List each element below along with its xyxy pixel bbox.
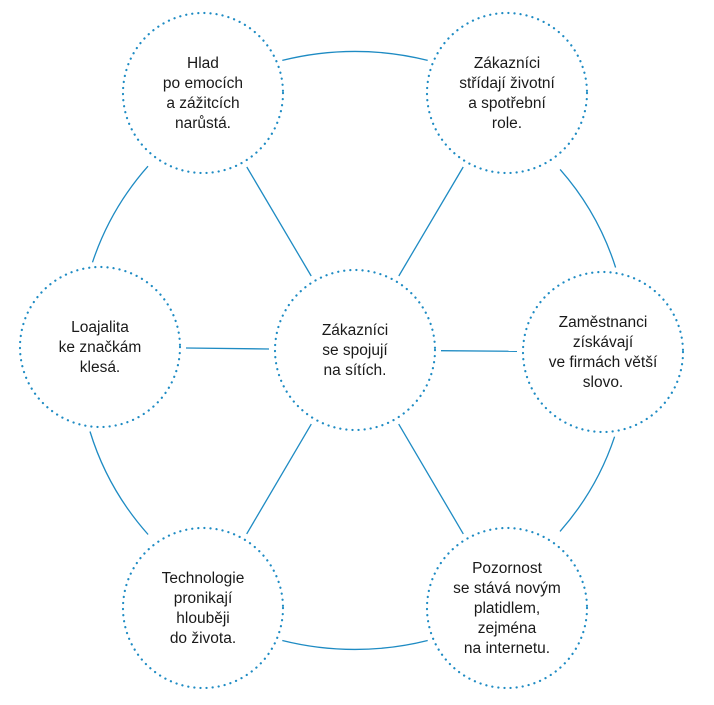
node-label-bottom-right-line-2: se stává novým <box>453 580 561 597</box>
spoke-connector-top-right <box>398 166 464 277</box>
node-label-center-line-2: se spojují <box>322 342 388 359</box>
node-label-top-right-line-2: střídají životní <box>459 75 555 92</box>
node-label-top-right-line-4: role. <box>492 115 522 132</box>
node-label-bottom-right-line-1: Pozornost <box>472 560 542 577</box>
node-circle-bottom-left <box>121 526 285 690</box>
node-label-top-left-line-1: Hlad <box>187 55 219 72</box>
spoke-connector-bottom-right <box>398 423 464 535</box>
node-label-top-left-line-3: a zážitcích <box>166 95 239 112</box>
node-circle-middle-right <box>521 270 685 434</box>
node-circle-top-left <box>121 11 285 175</box>
node-label-top-left-line-2: po emocích <box>163 75 243 92</box>
spoke-connector-middle-right <box>440 350 518 352</box>
spoke-connector-top-left <box>246 166 312 277</box>
connectors <box>89 50 617 651</box>
node-label-top-right-line-1: Zákazníci <box>474 55 540 72</box>
ring-connector-top-left-to-top-right <box>282 50 428 62</box>
node-labels: Zákazníci se spojují na sítích. Hlad po emoc… <box>59 55 658 657</box>
node-circle-center <box>273 268 437 432</box>
node-circle-bottom-right <box>425 526 589 690</box>
node-label-middle-left-line-1: Loajalita <box>71 319 129 336</box>
node-label-middle-right-line-4: slovo. <box>583 374 624 391</box>
node-label-bottom-left-line-4: do života. <box>170 630 236 647</box>
node-label-middle-right-line-1: Zaměstnanci <box>559 314 648 331</box>
spoke-connector-bottom-left <box>246 423 312 535</box>
node-label-center-line-3: na sítích. <box>324 362 387 379</box>
node-label-middle-left-line-2: ke značkám <box>59 339 142 356</box>
node-label-top-left-line-4: narůstá. <box>175 115 231 132</box>
node-label-bottom-left-line-1: Technologie <box>162 570 245 587</box>
node-label-bottom-left-line-2: pronikají <box>174 590 233 607</box>
ring-connector-bottom-left-to-middle-left <box>89 431 149 535</box>
node-label-bottom-right-line-3: platidlem, <box>474 600 540 617</box>
node-circle-top-right <box>425 11 589 175</box>
node-label-middle-right-line-2: získávají <box>573 334 634 351</box>
node-label-middle-right-line-3: ve firmách větší <box>549 354 658 371</box>
node-label-bottom-left-line-3: hlouběji <box>176 610 229 627</box>
node-circles <box>18 11 685 690</box>
ring-connector-middle-right-to-bottom-right <box>559 436 616 532</box>
node-label-middle-left-line-3: klesá. <box>80 359 121 376</box>
node-label-bottom-right-line-4: zejména <box>478 620 537 637</box>
ring-connector-bottom-right-to-bottom-left <box>282 639 428 651</box>
node-label-center-line-1: Zákazníci <box>322 322 388 339</box>
node-circle-middle-left <box>18 265 182 429</box>
spoke-connector-middle-left <box>185 347 270 350</box>
node-label-bottom-right-line-5: na internetu. <box>464 640 550 657</box>
ring-connector-top-right-to-middle-right <box>559 168 617 268</box>
ring-connector-middle-left-to-top-left <box>91 165 149 263</box>
node-label-top-right-line-3: a spotřební <box>468 95 546 112</box>
